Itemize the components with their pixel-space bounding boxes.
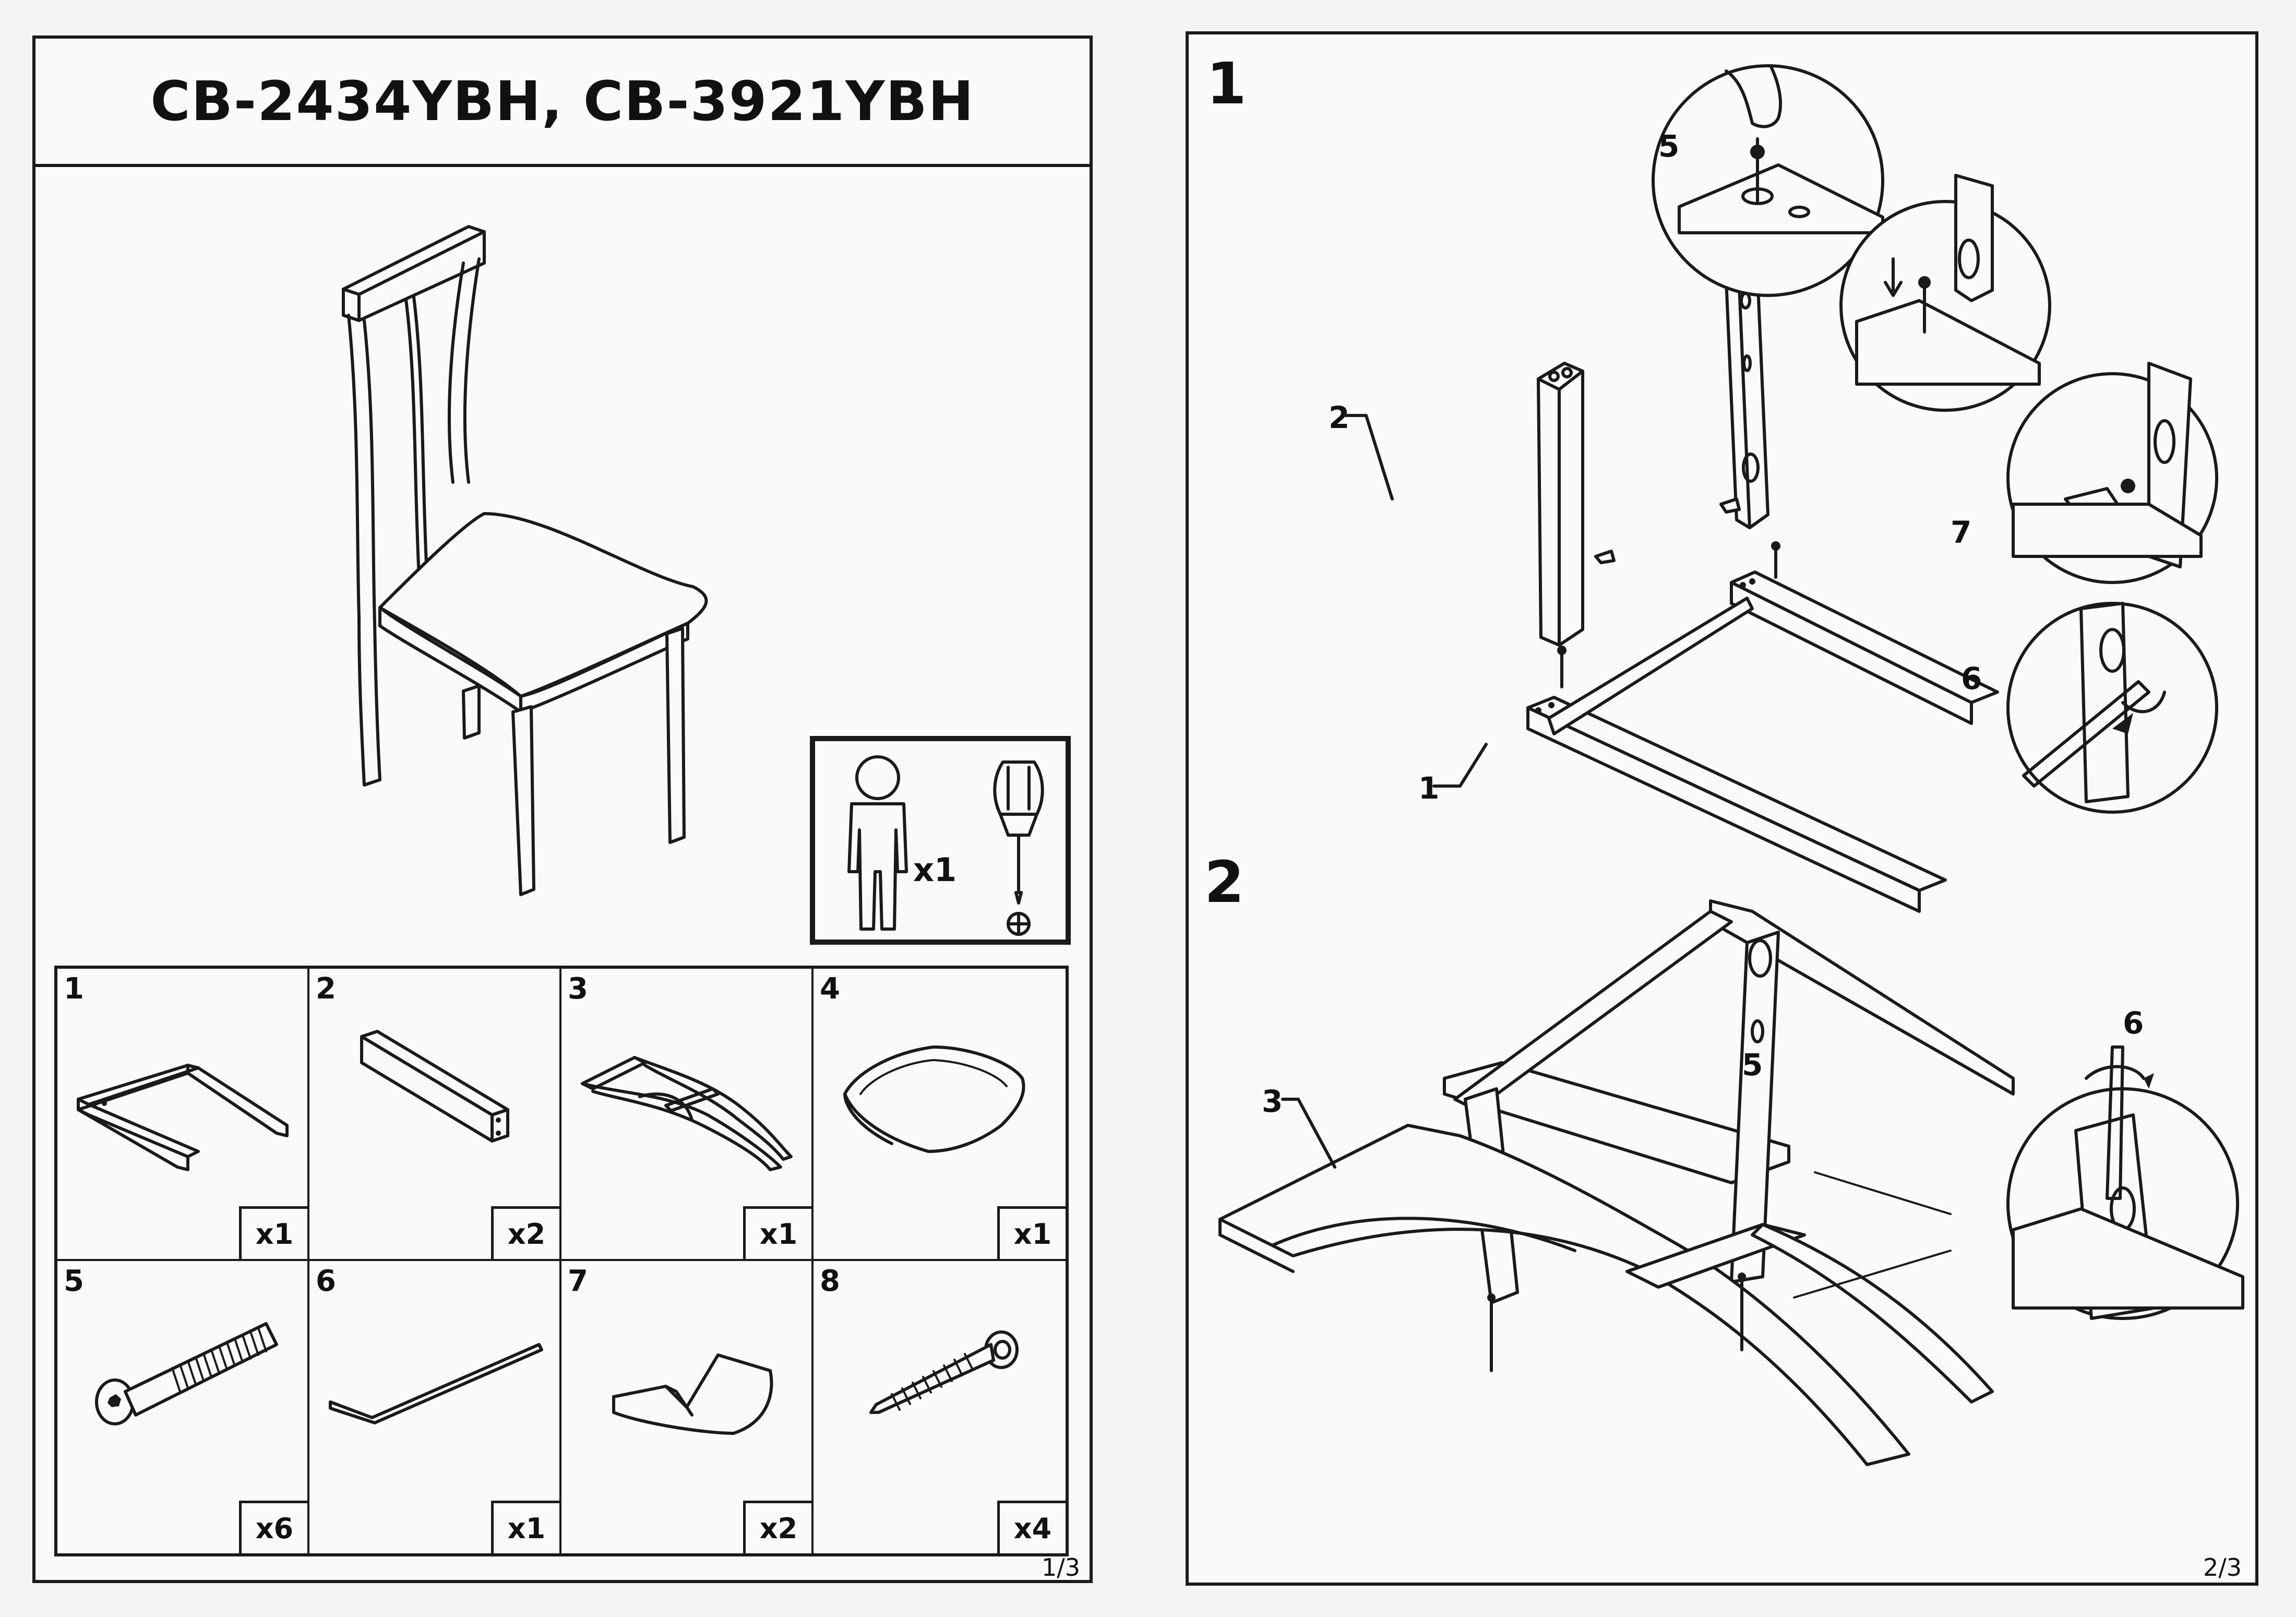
- part-number: 3: [568, 972, 588, 1006]
- part-cell-7: 7 x2: [561, 1261, 814, 1553]
- detail-circle-rail-mount: [1839, 174, 2051, 412]
- part-quantity: x1: [491, 1501, 559, 1553]
- leader-line: [1344, 414, 1394, 501]
- bracket-icon: [612, 1353, 773, 1435]
- leader-line: [1281, 1098, 1336, 1169]
- page-title: CB-2434YBH, CB-3921YBH: [150, 69, 975, 133]
- part-number: 4: [820, 972, 840, 1006]
- part-number: 2: [316, 972, 336, 1006]
- person-icon: [847, 755, 908, 931]
- detail-circle-final-tighten: [2006, 1045, 2244, 1320]
- page-one: CB-2434YBH, CB-3921YBH x1: [32, 35, 1093, 1583]
- page-number: 2/3: [2203, 1553, 2242, 1582]
- part-number: 8: [820, 1264, 840, 1298]
- backrest-frame-icon: [581, 1056, 793, 1171]
- callout-label: 7: [1951, 515, 1972, 550]
- part-quantity: x4: [997, 1501, 1066, 1553]
- step-one-illustration: [1526, 268, 1999, 913]
- part-cell-3: 3 x1: [561, 969, 814, 1261]
- callout-label: 6: [1961, 661, 1982, 696]
- callout-label: 3: [1262, 1084, 1283, 1119]
- step-number: 2: [1204, 849, 1245, 915]
- part-cell-4: 4 x1: [814, 969, 1066, 1261]
- rail-icon: [360, 1030, 509, 1143]
- page-number: 1/3: [1042, 1553, 1081, 1582]
- assembled-chair-illustration: [342, 225, 708, 896]
- detail-circle-bracket: [2006, 362, 2218, 584]
- part-quantity: x6: [239, 1501, 307, 1553]
- part-number: 6: [316, 1264, 336, 1298]
- part-cell-2: 2 x2: [309, 969, 561, 1261]
- part-cell-5: 5 x: [57, 1261, 309, 1553]
- wood-screw-icon: [869, 1330, 1019, 1414]
- allen-key-icon: [329, 1343, 543, 1424]
- bolt-icon: [95, 1322, 278, 1425]
- part-number: 7: [568, 1264, 588, 1298]
- callout-label: 5: [1742, 1047, 1763, 1083]
- part-quantity: x1: [743, 1206, 811, 1259]
- callout-label: 5: [1658, 128, 1680, 164]
- callout-label: 1: [1418, 770, 1440, 806]
- part-quantity: x1: [239, 1206, 307, 1259]
- part-quantity: x2: [491, 1206, 559, 1259]
- seat-cushion-icon: [843, 1045, 1025, 1153]
- screwdriver-icon: [993, 760, 1044, 936]
- callout-label: 6: [2123, 1005, 2144, 1041]
- leader-line: [1432, 743, 1488, 788]
- title-band: CB-2434YBH, CB-3921YBH: [35, 39, 1090, 167]
- part-cell-1: 1 x1: [57, 969, 309, 1261]
- tools-required-box: x1: [810, 736, 1071, 945]
- part-quantity: x1: [997, 1206, 1066, 1259]
- step-two-illustration: [1218, 899, 2015, 1466]
- page-two: 1 2 1: [1186, 31, 2258, 1586]
- base-frame-icon: [77, 1064, 289, 1171]
- callout-label: 2: [1329, 400, 1350, 435]
- detail-circle-tighten: [2006, 602, 2218, 814]
- detail-circle-bolt-insert: [1652, 64, 1884, 297]
- person-quantity: x1: [913, 851, 957, 889]
- part-quantity: x2: [743, 1501, 811, 1553]
- part-number: 5: [64, 1264, 84, 1298]
- part-cell-6: 6 x1: [309, 1261, 561, 1553]
- part-number: 1: [64, 972, 84, 1006]
- step-number: 1: [1206, 50, 1247, 117]
- parts-list-grid: 1 x1 2 x2 3: [54, 966, 1069, 1556]
- part-cell-8: 8 x4: [814, 1261, 1066, 1553]
